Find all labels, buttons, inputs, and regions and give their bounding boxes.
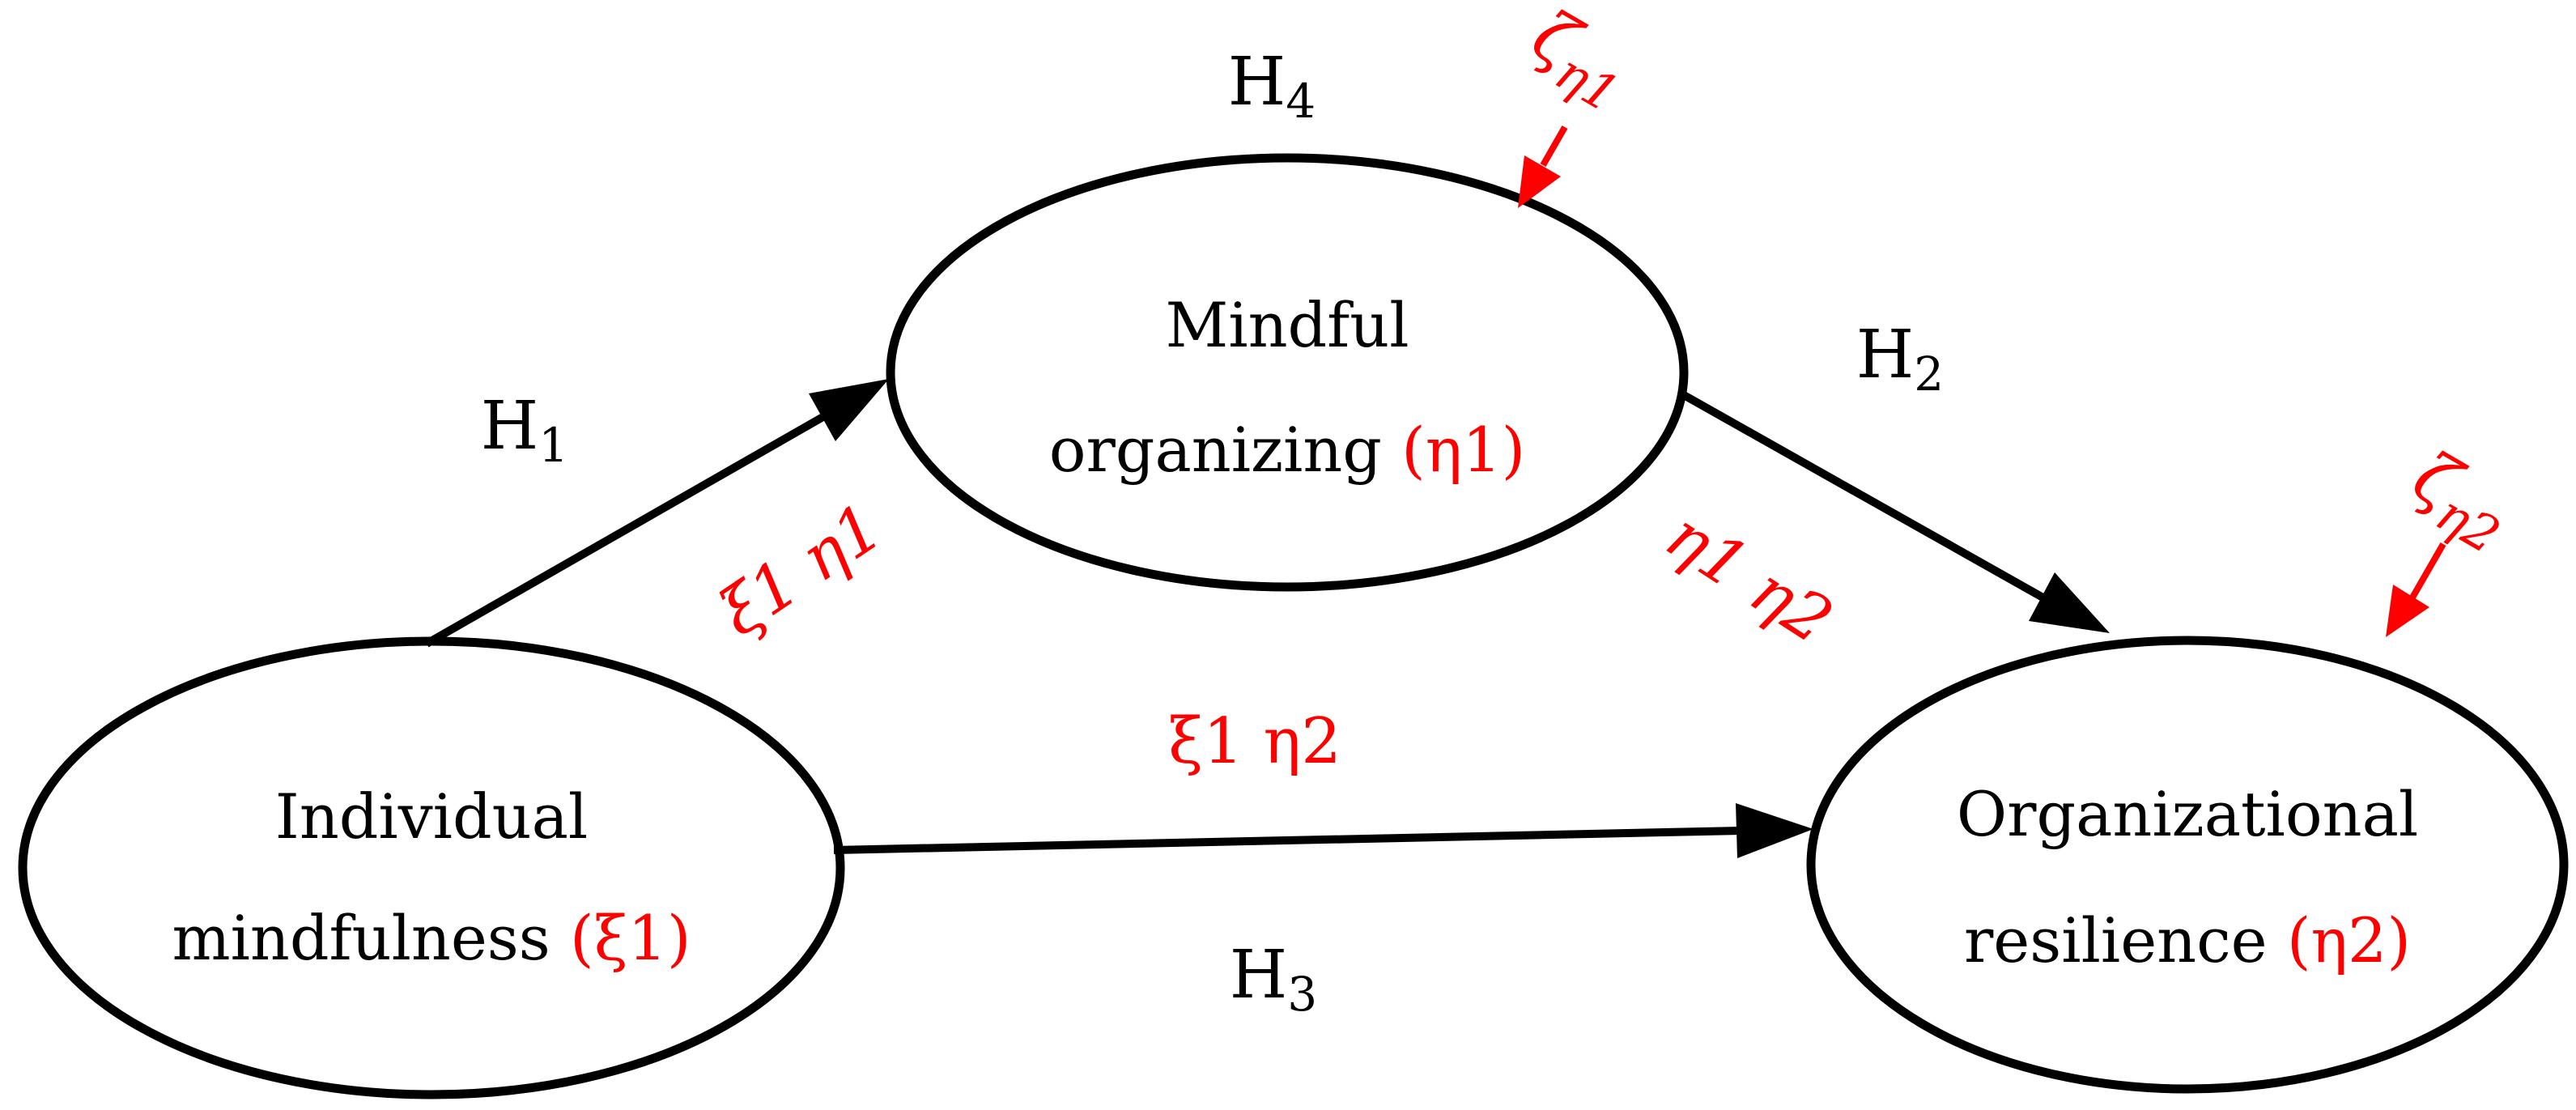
eta2-symbol: (η2)	[2287, 904, 2411, 976]
individual-mindfulness-label-line2: mindfulness (ξ1)	[172, 902, 691, 974]
zeta-eta1-error-arrowhead	[1518, 155, 1561, 208]
organizational-resilience-ellipse	[1806, 636, 2569, 1094]
xi1-symbol: (ξ1)	[570, 902, 691, 974]
mindful-organizing-label-line1: Mindful	[1165, 289, 1409, 361]
h2-arrowhead	[2029, 572, 2110, 633]
h3-path-line	[833, 827, 1741, 854]
eta1-symbol: (η1)	[1401, 414, 1525, 486]
h1-arrowhead	[809, 379, 889, 441]
h1-label: H1	[481, 388, 568, 473]
individual-mindfulness-label-line1: Individual	[275, 780, 588, 853]
zeta-eta1-error-arrow-line	[1540, 125, 1568, 167]
zeta-eta2-error-arrow-line	[2409, 542, 2446, 599]
h4-label: H4	[1228, 44, 1316, 129]
xi1-eta2-coefficient-label: ξ1 η2	[1168, 705, 1341, 778]
h2-label: H2	[1856, 317, 1944, 402]
mindful-organizing-label-line2: organizing (η1)	[1049, 414, 1526, 486]
organizational-resilience-label-line2: resilience (η2)	[1964, 904, 2411, 976]
mindful-organizing-ellipse	[886, 153, 1689, 592]
h1-path-line	[424, 411, 828, 648]
h3-label: H3	[1230, 937, 1317, 1022]
h2-path-line	[1681, 391, 2048, 603]
zeta-eta2-error-arrowhead	[2386, 585, 2429, 637]
individual-mindfulness-ellipse	[18, 636, 845, 1099]
h3-arrowhead	[1736, 803, 1813, 858]
organizational-resilience-label-line1: Organizational	[1957, 778, 2418, 850]
